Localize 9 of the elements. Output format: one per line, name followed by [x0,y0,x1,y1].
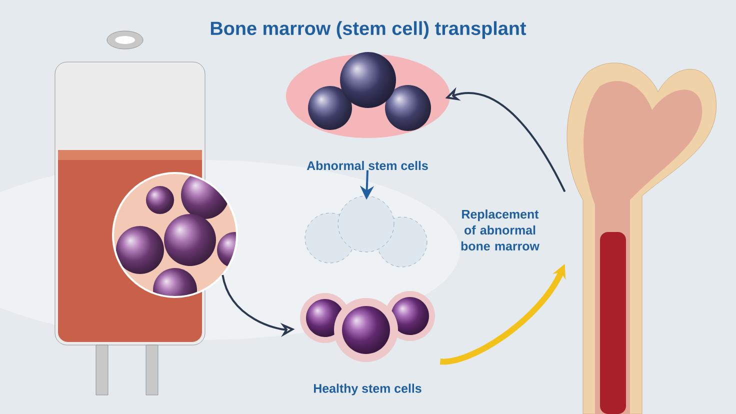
bone-drawing [566,62,716,414]
ghost-cells-drawing [304,196,428,268]
title: Bone marrow (stem cell) transplant [210,21,526,39]
abnormal-cells-drawing: Abnormal stem cells [286,52,450,170]
magnified-cells-drawing [112,172,238,298]
healthy-cells-drawing: Healthy stem cells [300,291,435,396]
node-label: Healthy stem cells [314,384,422,396]
node-label: Abnormal stem cells [306,160,428,170]
side-label: Replacement of abnormal bone marrow [461,209,540,251]
